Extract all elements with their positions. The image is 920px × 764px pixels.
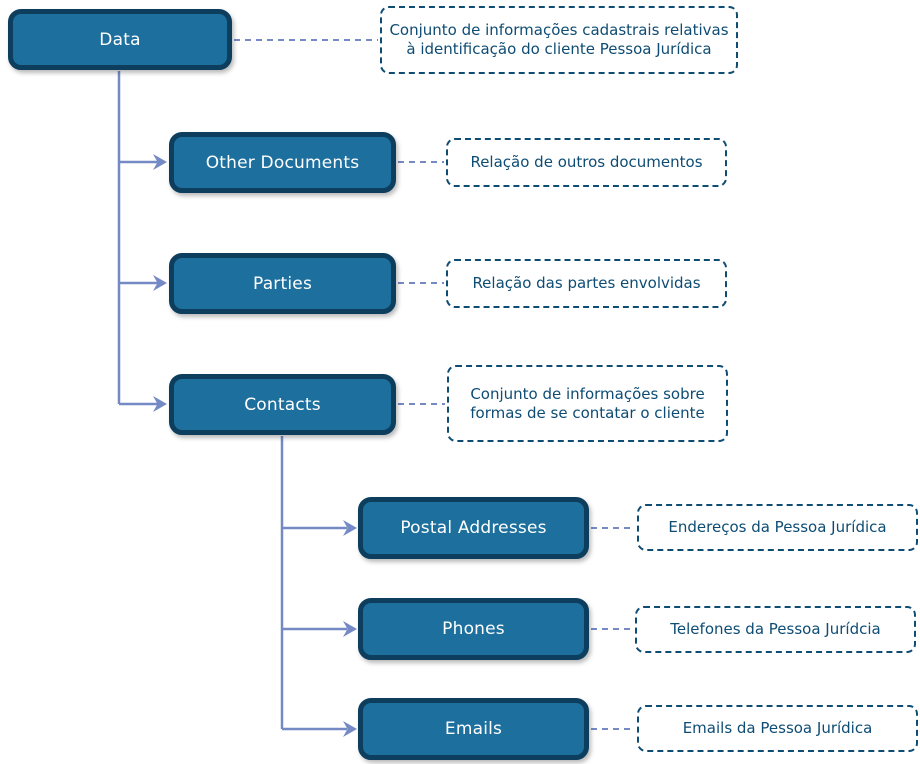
note-other-documents-text: Relação de outros documentos — [470, 153, 703, 171]
note-phones: Telefones da Pessoa Jurídcia — [635, 606, 916, 653]
note-parties: Relação das partes envolvidas — [446, 259, 727, 308]
node-phones-label: Phones — [442, 619, 505, 639]
arrowhead-parties — [153, 275, 167, 291]
node-other-documents-label: Other Documents — [205, 152, 360, 173]
note-contacts: Conjunto de informações sobre formas de … — [447, 365, 728, 442]
node-emails-label: Emails — [444, 719, 503, 739]
node-emails[interactable]: Emails — [358, 698, 589, 760]
node-parties[interactable]: Parties — [169, 253, 396, 314]
note-postal-addresses: Endereços da Pessoa Jurídica — [637, 504, 918, 551]
node-parties-label: Parties — [253, 273, 312, 294]
node-postal-addresses-label: Postal Addresses — [400, 518, 547, 538]
node-contacts-label: Contacts — [244, 394, 321, 415]
node-postal-addresses[interactable]: Postal Addresses — [358, 497, 589, 559]
node-data-label: Data — [99, 29, 141, 50]
note-contacts-text: Conjunto de informações sobre formas de … — [470, 384, 705, 422]
arrowhead-phones — [343, 621, 357, 637]
arrowhead-emails — [343, 721, 357, 737]
note-data: Conjunto de informações cadastrais relat… — [380, 6, 738, 74]
node-phones[interactable]: Phones — [358, 598, 589, 660]
note-emails: Emails da Pessoa Jurídica — [637, 705, 918, 752]
node-contacts[interactable]: Contacts — [169, 374, 396, 435]
arrowhead-postal-addresses — [343, 520, 357, 536]
note-emails-text: Emails da Pessoa Jurídica — [682, 719, 873, 737]
arrowhead-other-documents — [153, 154, 167, 170]
note-phones-text: Telefones da Pessoa Jurídcia — [670, 620, 881, 638]
note-other-documents: Relação de outros documentos — [446, 138, 727, 187]
note-postal-addresses-text: Endereços da Pessoa Jurídica — [668, 518, 887, 536]
node-data[interactable]: Data — [8, 9, 232, 70]
node-other-documents[interactable]: Other Documents — [169, 132, 396, 193]
note-parties-text: Relação das partes envolvidas — [472, 274, 701, 292]
arrowhead-contacts — [153, 396, 167, 412]
note-data-text: Conjunto de informações cadastrais relat… — [389, 21, 729, 58]
